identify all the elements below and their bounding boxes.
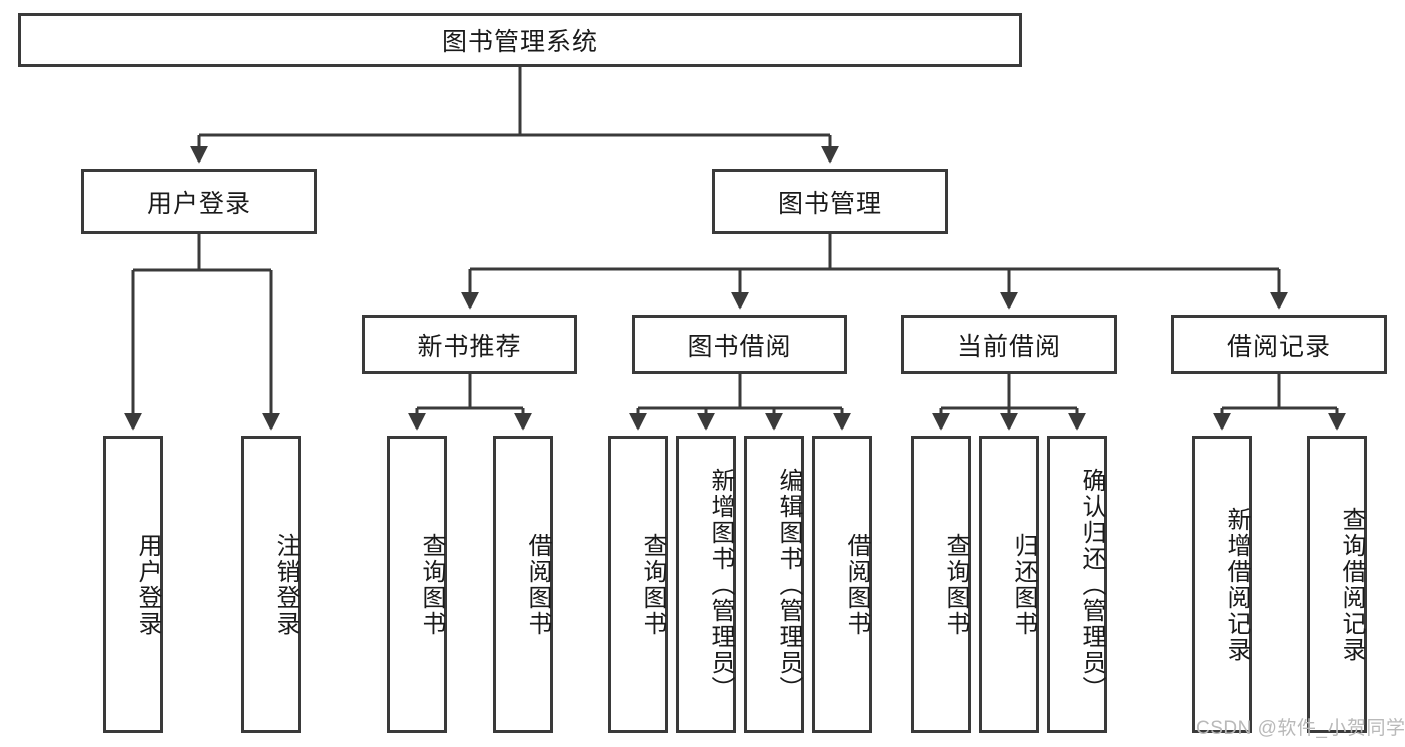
node-leaf-query-book-3-label: 查询图书 xyxy=(942,532,969,637)
node-leaf-edit-book-label: 编辑图书（管理员） xyxy=(775,467,802,702)
node-leaf-add-record-label: 新增借阅记录 xyxy=(1223,506,1250,663)
node-leaf-add-book-label: 新增图书（管理员） xyxy=(707,467,734,702)
node-book-manage[interactable]: 图书管理 xyxy=(712,169,948,234)
node-book-manage-label: 图书管理 xyxy=(777,189,882,218)
node-user-login[interactable]: 用户登录 xyxy=(81,169,317,234)
node-leaf-user-login[interactable]: 用户登录 xyxy=(103,436,163,733)
node-leaf-borrow-book-2-label: 借阅图书 xyxy=(843,532,870,637)
node-leaf-user-logout[interactable]: 注销登录 xyxy=(241,436,301,733)
node-leaf-add-book[interactable]: 新增图书（管理员） xyxy=(676,436,736,733)
node-leaf-borrow-book-2[interactable]: 借阅图书 xyxy=(812,436,872,733)
node-leaf-user-logout-label: 注销登录 xyxy=(272,532,299,637)
node-leaf-query-book-1-label: 查询图书 xyxy=(418,532,445,637)
node-leaf-query-book-2[interactable]: 查询图书 xyxy=(608,436,668,733)
node-leaf-query-book-3[interactable]: 查询图书 xyxy=(911,436,971,733)
node-leaf-add-record[interactable]: 新增借阅记录 xyxy=(1192,436,1252,733)
node-new-book-recommend[interactable]: 新书推荐 xyxy=(362,315,577,374)
node-root[interactable]: 图书管理系统 xyxy=(18,13,1022,67)
node-borrow-record-label: 借阅记录 xyxy=(1226,332,1331,361)
node-leaf-user-login-label: 用户登录 xyxy=(134,532,161,637)
node-leaf-borrow-book-1[interactable]: 借阅图书 xyxy=(493,436,553,733)
node-current-borrow-label: 当前借阅 xyxy=(956,332,1061,361)
csdn-watermark: CSDN @软件_小贺同学 xyxy=(1196,718,1405,739)
node-leaf-confirm-return[interactable]: 确认归还（管理员） xyxy=(1047,436,1107,733)
node-leaf-query-book-1[interactable]: 查询图书 xyxy=(387,436,447,733)
node-leaf-query-record-label: 查询借阅记录 xyxy=(1338,506,1365,663)
node-leaf-return-book[interactable]: 归还图书 xyxy=(979,436,1039,733)
node-leaf-confirm-return-label: 确认归还（管理员） xyxy=(1078,467,1105,702)
node-book-borrow[interactable]: 图书借阅 xyxy=(632,315,847,374)
node-book-borrow-label: 图书借阅 xyxy=(687,332,792,361)
node-root-label: 图书管理系统 xyxy=(441,28,598,56)
node-current-borrow[interactable]: 当前借阅 xyxy=(901,315,1117,374)
node-leaf-edit-book[interactable]: 编辑图书（管理员） xyxy=(744,436,804,733)
node-borrow-record[interactable]: 借阅记录 xyxy=(1171,315,1387,374)
node-user-login-label: 用户登录 xyxy=(146,189,251,218)
node-leaf-query-book-2-label: 查询图书 xyxy=(639,532,666,637)
node-leaf-return-book-label: 归还图书 xyxy=(1010,532,1037,637)
node-leaf-borrow-book-1-label: 借阅图书 xyxy=(524,532,551,637)
node-leaf-query-record[interactable]: 查询借阅记录 xyxy=(1307,436,1367,733)
node-new-book-recommend-label: 新书推荐 xyxy=(417,332,522,361)
